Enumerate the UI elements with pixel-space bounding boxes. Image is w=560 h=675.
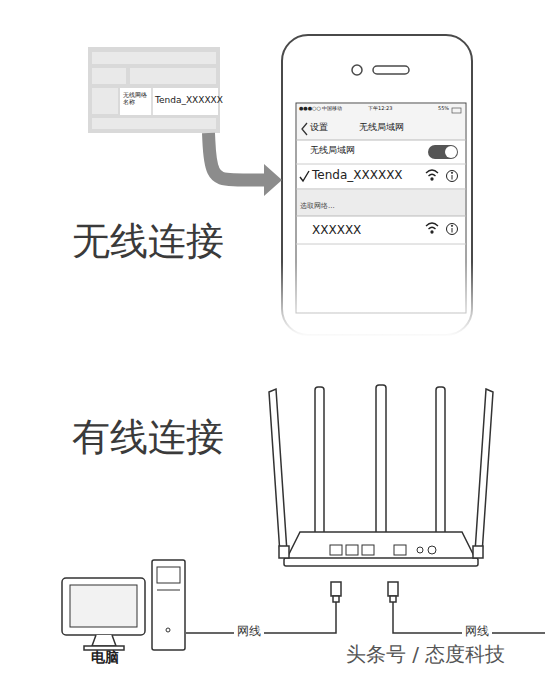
computer xyxy=(62,560,185,650)
node-text: ●●●○○ 中国移动 xyxy=(299,106,342,112)
node-text: 无线网络名称 xyxy=(123,92,151,106)
section-title: 无线连接 xyxy=(72,220,224,264)
node-text: 无线局域网 xyxy=(310,146,355,156)
computer: 电脑 xyxy=(60,556,190,670)
info-icon xyxy=(447,171,458,235)
phone-body xyxy=(278,35,478,337)
sticker-card: 无线网络名称 Tenda_XXXXXX xyxy=(88,47,225,133)
section-title: 有线连接 xyxy=(72,416,224,460)
node-text: Tenda_XXXXXX xyxy=(312,169,403,183)
node-text: 55% xyxy=(438,106,449,112)
phone-screen: ●●●○○ 中国移动下午12:2355%设置无线局域网无线局域网Tenda_XX… xyxy=(282,35,472,305)
node-text: 设置 xyxy=(310,122,328,132)
arrow-shaft xyxy=(209,133,268,180)
network-row: XXXXXX xyxy=(296,217,466,244)
node-text: 无线局域网 xyxy=(359,122,404,132)
node-text: Tenda_XXXXXX xyxy=(155,95,223,105)
arrow-head xyxy=(264,164,282,196)
node-text: 下午12:23 xyxy=(368,106,392,112)
curved-arrow xyxy=(209,133,282,196)
node-text: 电脑 xyxy=(91,649,119,665)
section-header: 选取网络... xyxy=(296,190,466,216)
wifi-icon xyxy=(426,170,438,233)
node-text: XXXXXX xyxy=(312,224,361,238)
router xyxy=(269,385,493,566)
cable-label: 网线 xyxy=(234,625,264,639)
network-row: Tenda_XXXXXX xyxy=(296,165,466,189)
cable-label: 网线 xyxy=(462,625,492,639)
router-sticker xyxy=(88,47,220,133)
nav-bar: 设置 无线局域网 xyxy=(296,116,466,140)
setting-row: 无线局域网 xyxy=(296,141,466,164)
watermark: 头条号 / 态度科技 xyxy=(346,643,505,666)
node-text: 选取网络... xyxy=(300,202,335,210)
